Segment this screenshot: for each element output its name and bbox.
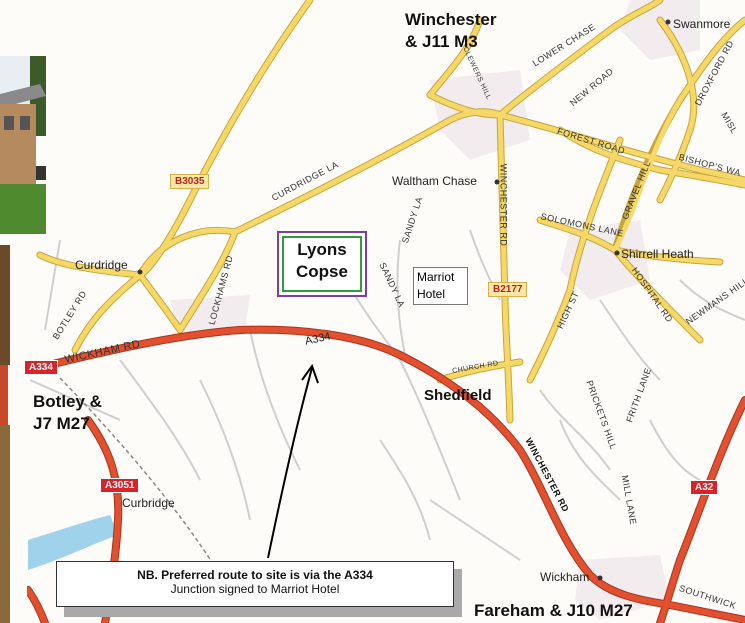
marriot-line1: Marriot — [417, 270, 455, 284]
label-swanmore: Swanmore — [673, 17, 731, 31]
shield-b3035: B3035 — [170, 174, 210, 189]
b-roads — [36, 0, 745, 424]
label-wickham: Wickham — [540, 570, 590, 584]
shield-a3051: A3051 — [100, 478, 140, 493]
label-winchester-sub: & J11 M3 — [405, 32, 478, 51]
route-note-line1: NB. Preferred route to site is via the A… — [137, 568, 373, 582]
route-arrow — [267, 363, 319, 559]
shield-a32: A32 — [690, 480, 719, 495]
route-note-line2: Junction signed to Marriot Hotel — [170, 582, 340, 596]
site-label: Lyons Copse — [279, 239, 365, 283]
site-photo — [0, 56, 46, 234]
site-marker-lyons-copse[interactable]: Lyons Copse — [277, 231, 367, 297]
shield-a334-left: A334 — [24, 360, 58, 375]
label-fareham: Fareham & J10 M27 — [474, 601, 633, 620]
shield-b2177: B2177 — [488, 282, 528, 297]
marriot-line2: Hotel — [417, 287, 446, 301]
label-botley-sub: J7 M27 — [33, 414, 90, 433]
label-waltham-chase: Waltham Chase — [392, 174, 477, 188]
label-curdridge: Curdridge — [75, 258, 128, 272]
label-winchester: Winchester — [405, 10, 497, 29]
label-botley: Botley & — [33, 392, 102, 411]
label-winchester-rd-north: WINCHESTER RD — [498, 163, 509, 247]
village-markers — [137, 19, 671, 581]
river — [28, 515, 118, 570]
label-curbridge: Curbridge — [122, 496, 175, 510]
site-label-line2: Copse — [296, 262, 348, 281]
photo-strip — [0, 235, 27, 623]
label-shedfield: Shedfield — [424, 387, 492, 404]
label-shirrell-heath: Shirrell Heath — [621, 247, 694, 261]
route-note: NB. Preferred route to site is via the A… — [56, 561, 454, 607]
site-marker-inner — [282, 236, 362, 292]
site-label-line1: Lyons — [297, 240, 347, 259]
minor-roads — [29, 229, 745, 561]
marriot-hotel-label: Marriot Hotel — [413, 267, 468, 305]
